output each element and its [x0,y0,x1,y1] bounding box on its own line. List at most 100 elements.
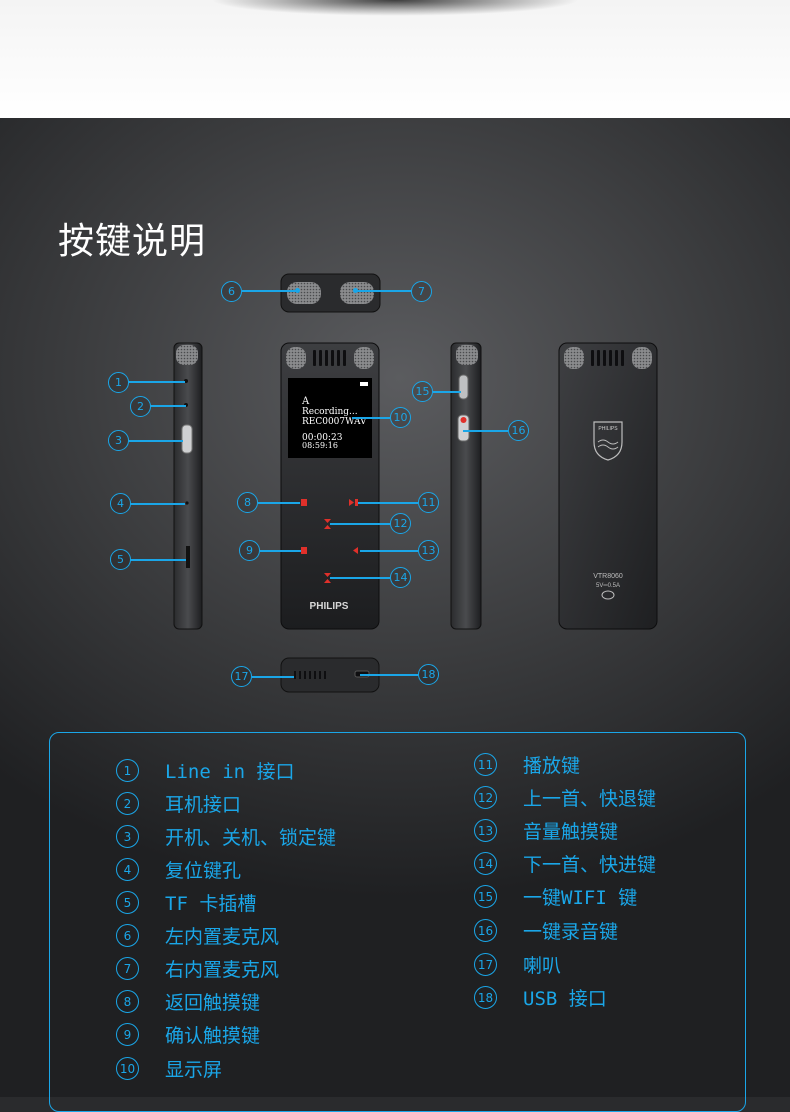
record-button [457,414,470,442]
legend-label: TF 卡插槽 [165,893,257,915]
leader-2 [150,405,186,407]
legend-item: 13 音量触摸键 [474,817,618,844]
screen-status: Recording... [302,407,358,417]
play-key-icon [349,499,354,506]
legend-label: 耳机接口 [165,794,242,816]
callout-6: 6 [221,281,242,302]
legend-label: Line in 接口 [165,761,295,783]
legend-item: 3 开机、关机、锁定键 [116,823,336,850]
legend-label: 右内置麦克风 [165,959,280,981]
legend-item: 16 一键录音键 [474,917,618,944]
leader-11 [358,502,418,504]
right-mic-mesh [340,282,374,304]
legend-item: 8 返回触摸键 [116,988,260,1015]
screen-total: 08:59:16 [302,441,338,450]
callout-15: 15 [412,381,433,402]
legend-number: 12 [474,786,497,809]
wifi-button [458,374,469,400]
callout-3: 3 [108,430,129,451]
legend-label: 复位键孔 [165,860,242,882]
callout-12: 12 [390,513,411,534]
leader-17 [252,676,294,678]
legend-number: 3 [116,825,139,848]
legend-item: 11 播放键 [474,751,580,778]
leader-12 [330,523,390,525]
power-slider [181,424,193,454]
leader-3 [128,440,183,442]
ccc-mark-icon [601,590,615,600]
legend-label: 上一首、快退键 [523,788,657,810]
legend-label: 开机、关机、锁定键 [165,827,337,849]
legend-item: 1 Line in 接口 [116,757,295,784]
legend-item: 12 上一首、快退键 [474,784,656,811]
callout-8: 8 [237,492,258,513]
legend-number: 13 [474,819,497,842]
legend-label: 喇叭 [523,955,562,977]
left-mic-mesh [287,282,321,304]
legend-label: 音量触摸键 [523,821,619,843]
leader-10 [352,417,390,419]
callout-9: 9 [239,540,260,561]
callout-18: 18 [418,664,439,685]
legend-item: 15 一键WIFI 键 [474,883,637,910]
screen-elapsed: 00:00:23 [302,433,343,443]
screen-mode: A [301,396,310,407]
front-logo: PHILIPS [310,601,349,612]
device-right-side [450,342,482,630]
leader-dot [353,288,358,293]
legend-number: 2 [116,792,139,815]
device-back-view: PHILIPS VTR8060 5V═0.5A [558,342,658,630]
leader-13 [360,550,418,552]
legend-number: 16 [474,919,497,942]
leader-4 [130,503,185,505]
leader-dot [295,288,300,293]
legend-number: 1 [116,759,139,782]
legend-number: 9 [116,1023,139,1046]
leader-6 [242,290,297,292]
legend-number: 14 [474,852,497,875]
legend-label: USB 接口 [523,988,607,1010]
legend-item: 6 左内置麦克风 [116,922,279,949]
next-key-icon [324,573,331,577]
legend-item: 5 TF 卡插槽 [116,889,256,916]
device-front-view: A Recording... REC0007WAV 00:00:23 08:59… [280,342,380,630]
legend-number: 17 [474,953,497,976]
legend-item: 4 复位键孔 [116,856,241,883]
callout-14: 14 [390,567,411,588]
leader-14 [330,577,390,579]
legend-label: 显示屏 [165,1059,223,1081]
back-logo: PHILIPS [598,426,618,432]
callout-10: 10 [390,407,411,428]
callout-13: 13 [418,540,439,561]
callout-17: 17 [231,666,252,687]
callout-4: 4 [110,493,131,514]
legend-number: 11 [474,753,497,776]
leader-1 [128,381,185,383]
callout-5: 5 [110,549,131,570]
device-left-side [173,342,203,630]
philips-shield-icon [593,421,623,461]
legend-label: 播放键 [523,755,581,777]
legend-number: 7 [116,957,139,980]
screen-file: REC0007WAV [302,417,367,427]
legend-number: 18 [474,986,497,1009]
callout-11: 11 [418,492,439,513]
legend-item: 10 显示屏 [116,1055,222,1082]
legend-item: 18 USB 接口 [474,984,607,1011]
legend-number: 10 [116,1057,139,1080]
legend-number: 6 [116,924,139,947]
legend-item: 9 确认触摸键 [116,1021,260,1048]
top-white-band [0,0,790,118]
back-key-icon [301,499,307,506]
legend-label: 返回触摸键 [165,992,261,1014]
legend-label: 左内置麦克风 [165,926,280,948]
device-top-view [280,273,381,313]
legend-item: 14 下一首、快进键 [474,850,656,877]
ok-key-icon [301,547,307,554]
legend-label: 下一首、快进键 [523,854,657,876]
legend-number: 4 [116,858,139,881]
leader-15 [433,391,461,393]
legend-item: 2 耳机接口 [116,790,241,817]
callout-7: 7 [411,281,432,302]
